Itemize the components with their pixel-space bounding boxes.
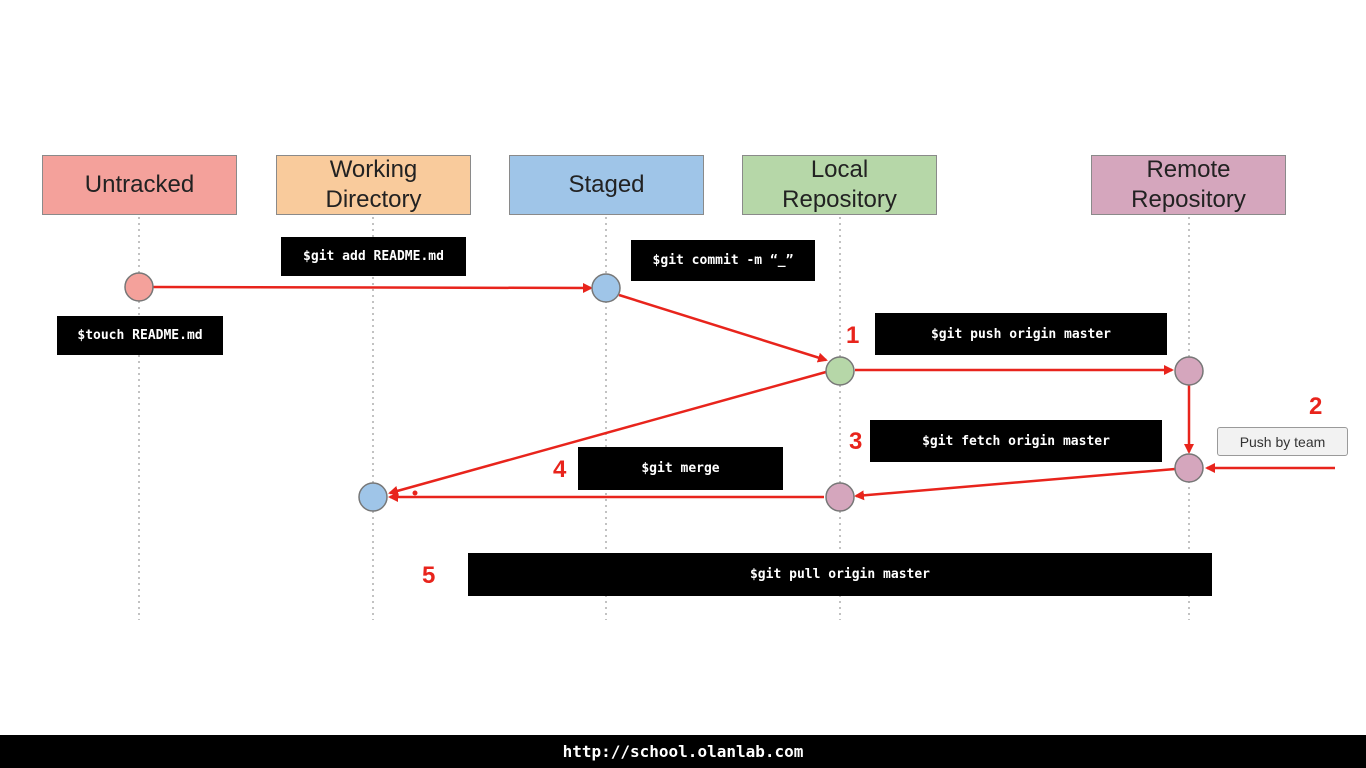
arrow-fetch <box>854 467 1176 501</box>
node-local-fetched <box>825 482 855 512</box>
cmd-pull: $git pull origin master <box>468 553 1212 596</box>
step-2-label: 2 <box>1309 393 1323 420</box>
node-local-commit <box>825 356 855 386</box>
cmd-add: $git add README.md <box>281 237 466 276</box>
node-staged <box>591 273 621 303</box>
header-working-directory: Working Directory <box>276 155 471 215</box>
cmd-touch: $touch README.md <box>57 316 223 355</box>
header-remote-repository: Remote Repository <box>1091 155 1286 215</box>
step-4-label: 4 <box>553 456 567 483</box>
cmd-commit: $git commit -m “_” <box>631 240 815 281</box>
push-by-team-button[interactable]: Push by team <box>1217 427 1348 456</box>
node-working-merged <box>358 482 388 512</box>
step-5-label: 5 <box>422 562 436 589</box>
arrow-local-to-working <box>388 370 827 496</box>
step-1-label: 1 <box>846 322 860 349</box>
node-remote-push <box>1174 356 1204 386</box>
header-untracked: Untracked <box>42 155 237 215</box>
header-local-repository: Local Repository <box>742 155 937 215</box>
cmd-merge: $git merge <box>578 447 783 490</box>
node-untracked <box>124 272 154 302</box>
node-remote-team <box>1174 453 1204 483</box>
arrow-add <box>152 282 593 293</box>
arrow-dot <box>412 490 418 496</box>
step-3-label: 3 <box>849 428 863 455</box>
cmd-fetch: $git fetch origin master <box>870 420 1162 462</box>
header-staged: Staged <box>509 155 704 215</box>
cmd-push: $git push origin master <box>875 313 1167 355</box>
arrow-commit <box>618 293 828 363</box>
footer-url: http://school.olanlab.com <box>0 735 1366 768</box>
